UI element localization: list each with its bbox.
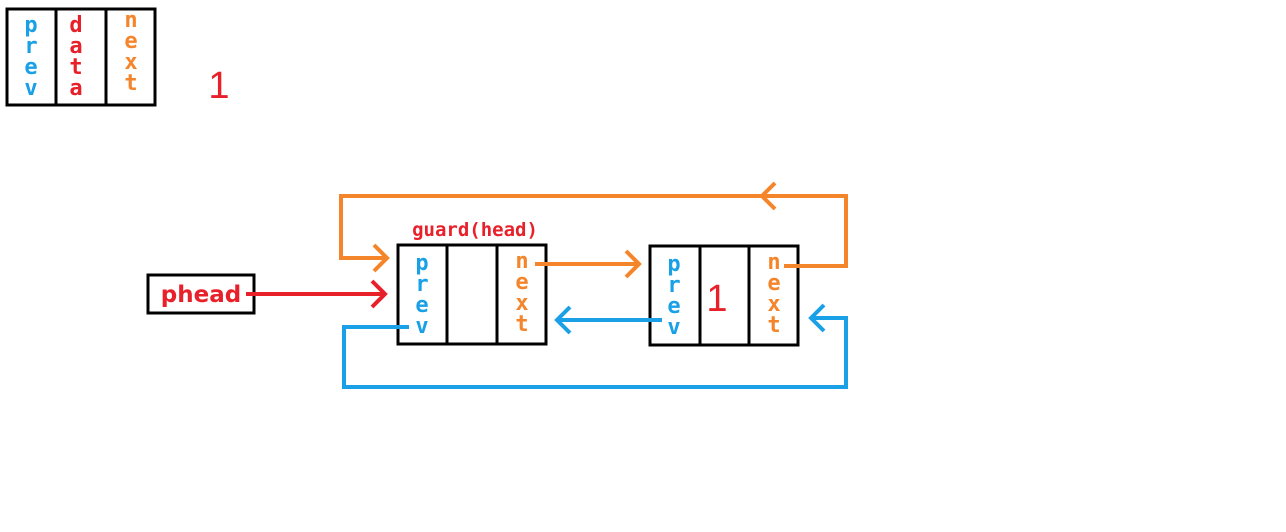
node1-next-to-guard-loop-arrow xyxy=(339,181,848,273)
phead-to-guard-arrow xyxy=(246,279,388,309)
guard-label: guard(head) xyxy=(412,219,538,241)
legend-node-box xyxy=(5,7,157,107)
guard-node-box xyxy=(396,243,548,346)
node1-data-value: 1 xyxy=(706,278,727,320)
legend-value: 1 xyxy=(208,65,229,107)
guard-next-to-node1-arrow xyxy=(535,249,642,279)
guard-prev-to-node1-loop-arrow xyxy=(342,303,848,389)
phead-label: phead xyxy=(161,282,241,308)
node1-prev-to-guard-arrow xyxy=(554,305,662,335)
node1-box xyxy=(648,244,800,347)
